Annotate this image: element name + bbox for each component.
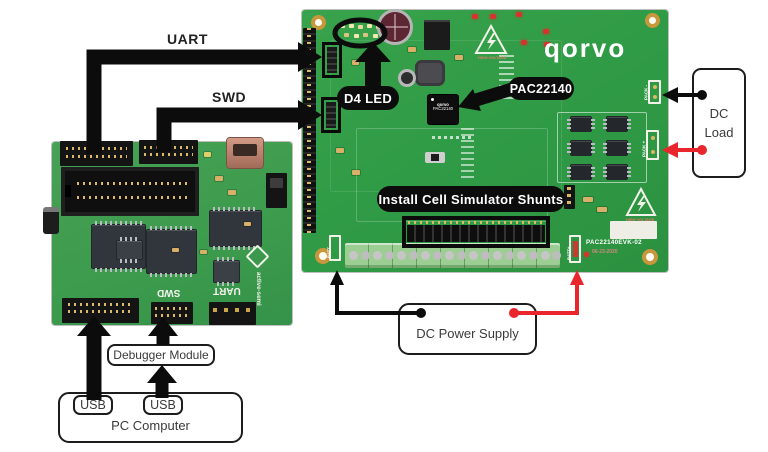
batt-plus-silkscreen: BATT+ <box>567 246 572 260</box>
smd-resistor <box>583 197 593 202</box>
uart-silkscreen: UART <box>213 285 241 296</box>
evk-model-silkscreen: PAC22140EVK-02 <box>586 239 642 246</box>
dc-load-box: DC Load <box>692 68 746 178</box>
silkscreen-text-block <box>432 136 472 139</box>
usb-left-box: USB <box>73 395 113 415</box>
ic-chip <box>210 207 261 250</box>
dc-power-supply-box: DC Power Supply <box>398 303 537 355</box>
red-led <box>543 29 549 34</box>
ic-chip <box>117 237 142 263</box>
red-led <box>472 14 478 19</box>
batt-minus-silkscreen: BATT- <box>327 245 332 258</box>
smd-capacitor <box>455 55 463 60</box>
silkscreen-text-block <box>461 128 474 182</box>
usb-right-box: USB <box>143 395 183 415</box>
red-led <box>490 14 496 19</box>
usb-right-label: USB <box>150 398 176 412</box>
slide-switch <box>425 152 445 163</box>
pac22140-chip: qorvo PAC22140 <box>428 95 458 124</box>
red-led <box>584 252 589 257</box>
idc-box-header <box>61 167 199 216</box>
electrolytic-cap-side <box>43 207 59 234</box>
uart-connector-outline <box>322 42 342 78</box>
debugger-module-label: Debugger Module <box>113 348 209 362</box>
micro-usb-port <box>227 138 263 168</box>
mosfet <box>567 165 595 179</box>
swd-pin-header <box>151 302 193 324</box>
smd-part <box>215 176 223 181</box>
pack-minus-terminal <box>648 80 661 104</box>
mounting-hole <box>311 15 326 30</box>
smd-part <box>228 190 236 195</box>
smd-resistor <box>597 207 607 212</box>
swd-silkscreen: SWD <box>157 287 181 298</box>
smd-part <box>244 222 251 226</box>
mosfet <box>567 141 595 155</box>
small-capacitor <box>398 69 416 87</box>
edge-pin-header <box>303 28 316 233</box>
red-led <box>521 40 527 45</box>
swd-label: SWD <box>212 89 247 105</box>
uart-cable <box>86 42 322 154</box>
mosfet <box>603 117 631 131</box>
d4-led-callout: D4 LED <box>337 86 399 110</box>
mounting-hole <box>645 13 660 28</box>
pac22140-callout: PAC22140 <box>508 77 574 100</box>
batt-minus-terminal <box>329 235 341 261</box>
usb-left-label: USB <box>80 398 106 412</box>
uart-idc-receptacle <box>60 141 133 166</box>
batt-plus-terminal <box>569 235 581 263</box>
qorvo-logo: qorvo <box>544 33 627 63</box>
smd-capacitor <box>336 148 344 153</box>
pin-header <box>564 185 575 209</box>
terminal-screws <box>349 251 358 260</box>
mosfet <box>603 141 631 155</box>
mounting-hole <box>642 249 658 265</box>
smd-capacitor <box>352 170 360 175</box>
cell-simulator-shunt-block <box>402 216 550 248</box>
install-shunts-callout: Install Cell Simulator Shunts <box>377 186 565 212</box>
inductor <box>415 60 445 86</box>
idc-bottom-connector <box>62 298 139 323</box>
chip-brand-marking: qorvo <box>437 102 449 108</box>
swd-connector-outline <box>321 97 341 133</box>
d4-led-cluster <box>340 24 345 28</box>
silkscreen-white-block <box>610 221 657 239</box>
uart-pin-header <box>209 302 256 325</box>
jumper-header <box>266 173 287 208</box>
debugger-module-box: Debugger Module <box>107 344 215 366</box>
red-led <box>516 12 522 17</box>
usb-left-arrow <box>77 316 111 400</box>
pack-minus-silkscreen: PACK - <box>644 84 649 100</box>
chip-part-marking: PAC22140 <box>433 106 454 112</box>
smd-capacitor <box>352 60 359 65</box>
smd-part <box>204 152 211 157</box>
dc-load-label: DC Load <box>704 105 734 141</box>
mosfet <box>567 117 595 131</box>
smd-part <box>172 248 179 252</box>
ic-chip <box>147 226 196 277</box>
evk-date-silkscreen: 06-23-2020 <box>592 249 618 255</box>
pack-plus-silkscreen: PACK + <box>642 140 647 157</box>
pc-computer-label: PC Computer <box>111 418 190 433</box>
ic-chip <box>214 257 239 286</box>
pack-plus-terminal <box>646 130 659 160</box>
uart-label: UART <box>167 31 208 47</box>
active-semi-logo-text: active-semi <box>255 272 262 306</box>
high-voltage-silkscreen: HIGH VOLTAGE <box>478 56 507 61</box>
dc-power-supply-label: DC Power Supply <box>416 326 519 341</box>
swd-idc-receptacle <box>139 140 198 164</box>
smd-capacitor <box>408 47 416 52</box>
electrolytic-capacitor <box>377 9 413 45</box>
high-voltage-silkscreen: HIGH VOLTAGE <box>626 218 654 222</box>
mosfet <box>603 165 631 179</box>
smd-part <box>200 250 207 254</box>
red-led <box>544 42 550 47</box>
regulator-ic <box>424 20 450 50</box>
